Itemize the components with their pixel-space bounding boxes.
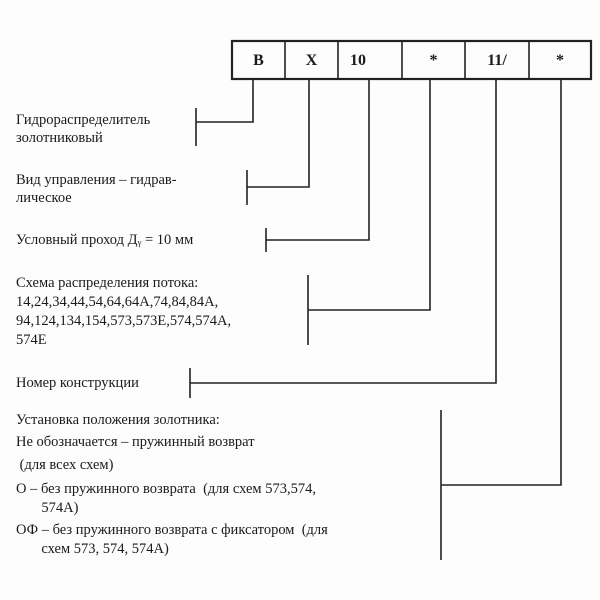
label-valve-type-line: золотниковый (16, 130, 103, 146)
label-design-line: Номер конструкции (16, 375, 139, 391)
code-cell-position: * (556, 51, 564, 69)
label-position-line: Установка положения золотника: (16, 412, 220, 428)
connector-3 (265, 79, 370, 252)
label-control-line: лическое (16, 190, 72, 206)
label-position-line: схем 573, 574, 574А) (16, 541, 169, 557)
code-box (230, 39, 593, 81)
label-valve-type-line: Гидрораспределитель (16, 112, 151, 128)
label-scheme-line: Схема распределения потока: (16, 275, 199, 291)
code-cell-valve-type: В (253, 51, 264, 69)
connector-1 (195, 79, 254, 146)
label-bore-line: Условный проход Дᵧ = 10 мм (16, 232, 194, 248)
cell-dividers (284, 41, 530, 79)
connector-5 (189, 79, 497, 398)
connector-6 (440, 79, 562, 560)
label-control-line: Вид управления – гидрав- (16, 172, 177, 188)
label-scheme-line: 14,24,34,44,54,64,64А,74,84,84А, (16, 294, 219, 310)
code-cell-control: Х (305, 51, 318, 69)
label-position-line: (для всех схем) (16, 457, 114, 473)
label-position-line: Не обозначается – пружинный возврат (16, 434, 255, 450)
label-position-line: 574А) (16, 500, 79, 516)
label-position-line: О – без пружинного возврата (для схем 57… (16, 481, 316, 497)
label-scheme-line: 94,124,134,154,573,573Е,574,574А, (16, 313, 232, 329)
label-scheme-line: 574Е (16, 332, 47, 348)
label-position-line: ОФ – без пружинного возврата с фиксаторо… (16, 522, 328, 538)
connector-2 (246, 79, 310, 205)
connector-4 (307, 79, 431, 345)
code-cell-design: 11/ (487, 51, 507, 69)
code-cell-scheme: * (429, 51, 438, 69)
code-cell-bore: 10 (350, 51, 366, 69)
